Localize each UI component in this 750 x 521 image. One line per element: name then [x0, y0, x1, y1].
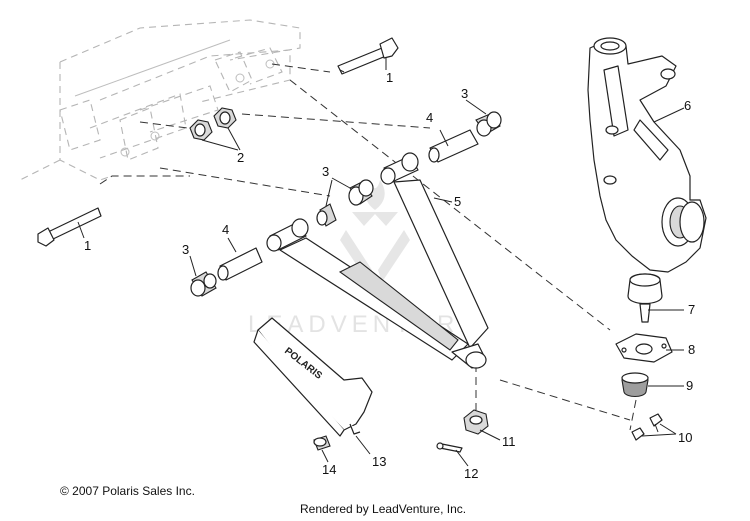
callout-13: 13: [372, 454, 386, 469]
callout-1-lower: 1: [84, 238, 91, 253]
bushings-middle: [316, 179, 374, 227]
leader-lines: [77, 58, 685, 467]
callout-14: 14: [322, 462, 336, 477]
ball-joint: [627, 273, 663, 323]
bolt-upper: [337, 37, 399, 75]
dust-boot: [621, 372, 649, 398]
callout-12: 12: [464, 466, 478, 481]
callout-3-lower: 3: [182, 242, 189, 257]
bushings-upper: [428, 111, 502, 163]
nut-pair: [189, 107, 237, 141]
cotter-pin: [436, 442, 463, 453]
castle-nut: [463, 409, 489, 435]
vehicle-frame: [19, 19, 301, 181]
callout-7: 7: [688, 302, 695, 317]
screws: [631, 413, 663, 441]
guard-screw: [313, 435, 331, 451]
callout-numbers: 1 1 2 3 3 3 4 4 5 6 7 8 9 10 11 12 13 14: [84, 70, 695, 481]
callout-3-upper: 3: [461, 86, 468, 101]
callout-3-middle: 3: [322, 164, 329, 179]
callout-9: 9: [686, 378, 693, 393]
spindle-knuckle: [587, 37, 707, 273]
assembly-lines: [99, 63, 637, 431]
callout-5: 5: [454, 194, 461, 209]
a-arm: [266, 152, 489, 369]
callout-10: 10: [678, 430, 692, 445]
rendered-by-text: Rendered by LeadVenture, Inc.: [300, 502, 467, 516]
a-arm-guard: POLARIS: [253, 317, 373, 437]
bolt-lower: [37, 207, 102, 247]
callout-11: 11: [502, 434, 516, 449]
callout-2: 2: [237, 150, 244, 165]
callout-8: 8: [688, 342, 695, 357]
callout-4-upper: 4: [426, 110, 433, 125]
retainer-plate: [615, 333, 673, 363]
copyright-text: © 2007 Polaris Sales Inc.: [60, 484, 195, 498]
callout-6: 6: [684, 98, 691, 113]
bushings-lower: [190, 247, 263, 297]
callout-1-upper: 1: [386, 70, 393, 85]
callout-4-lower: 4: [222, 222, 229, 237]
